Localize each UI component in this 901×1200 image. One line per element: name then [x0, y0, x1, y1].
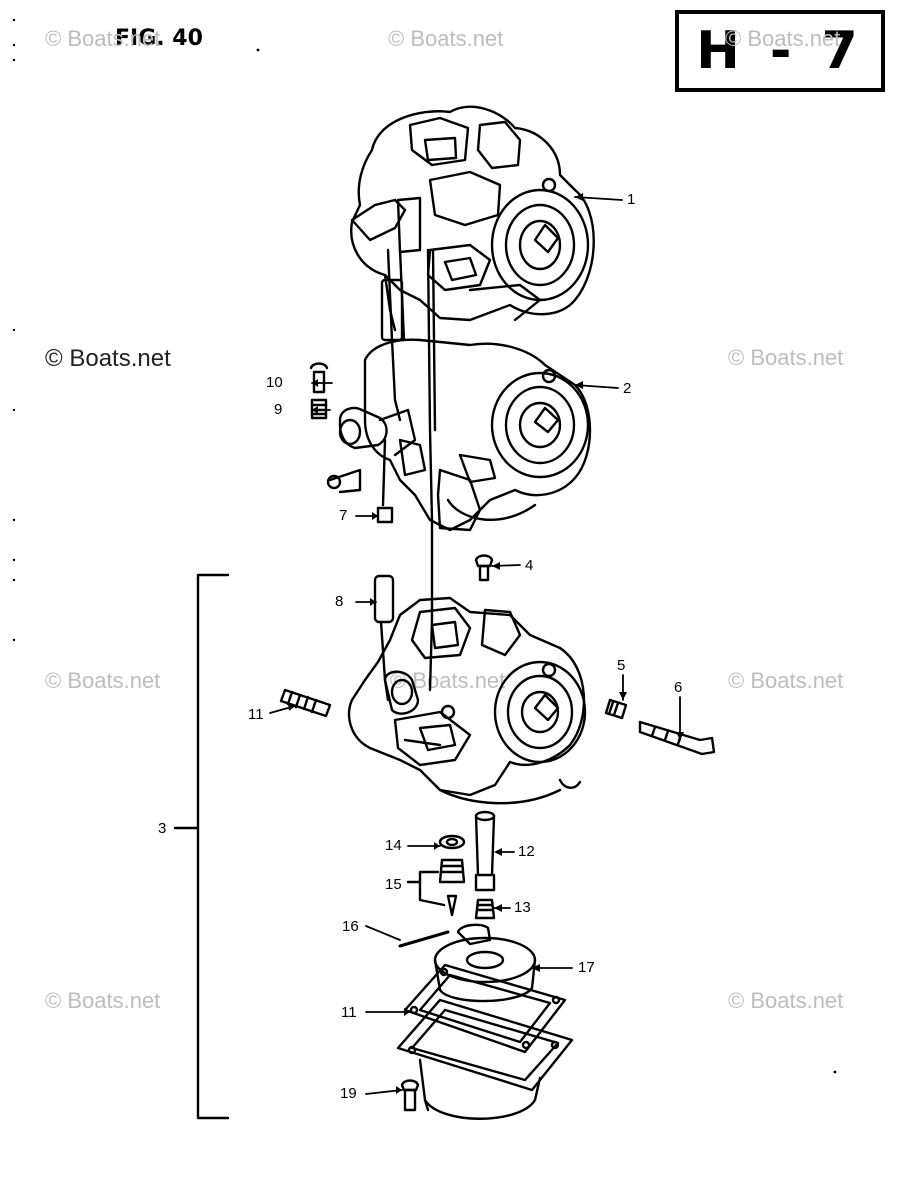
linkage-rods: [380, 248, 437, 692]
watermark: © Boats.net: [45, 988, 161, 1013]
spring-5: [604, 698, 628, 720]
gasket: [403, 963, 567, 1054]
carburetor-body-2: [326, 338, 592, 532]
screw-4: [474, 554, 494, 582]
pin-16: [398, 930, 450, 948]
jet-13: [474, 898, 496, 920]
rod-end: [376, 506, 394, 524]
watermark: © Boats.net: [45, 345, 171, 372]
callout-17: 17: [578, 959, 595, 976]
callout-15: 15: [385, 876, 402, 893]
screw-19: [400, 1079, 420, 1112]
pilot-screw-11: [279, 688, 332, 718]
callout-12: 12: [518, 843, 535, 860]
callout-11: 11: [248, 706, 264, 723]
callout-14: 14: [385, 837, 402, 854]
watermark: © Boats.net: [45, 26, 161, 51]
needle-valve-15: [438, 858, 466, 917]
watermark: © Boats.net: [388, 26, 504, 51]
callout-8: 8: [335, 593, 344, 610]
float-17: [433, 923, 537, 1003]
callout-11-lower: 11: [341, 1004, 357, 1021]
callout-7: 7: [339, 507, 348, 524]
assembly-bracket: [196, 573, 230, 1120]
screw-10: [309, 362, 329, 394]
carburetor-body-3: [347, 596, 587, 805]
page-code: H - 7: [696, 21, 864, 81]
callout-13: 13: [514, 899, 531, 916]
screw-6: [638, 720, 716, 756]
callout-5: 5: [617, 657, 626, 674]
watermark: © Boats.net: [728, 988, 844, 1013]
callout-1: 1: [627, 191, 636, 208]
margin-marks: [12, 18, 837, 1074]
leader-arrows: [288, 193, 684, 1094]
callout-4: 4: [525, 557, 534, 574]
page-code-box: H - 7: [675, 10, 885, 92]
watermark: © Boats.net: [390, 668, 506, 693]
callout-2: 2: [623, 380, 632, 397]
watermark: © Boats.net: [728, 668, 844, 693]
watermark: © Boats.net: [45, 668, 161, 693]
callout-10: 10: [266, 374, 283, 391]
callout-3: 3: [158, 820, 167, 837]
callout-19: 19: [340, 1085, 357, 1102]
callout-6: 6: [674, 679, 683, 696]
rod: [381, 438, 387, 507]
watermark: © Boats.net: [725, 26, 841, 51]
callout-16: 16: [342, 918, 359, 935]
leader-15: [406, 870, 446, 907]
washer-14: [438, 834, 466, 850]
watermark: © Boats.net: [728, 345, 844, 370]
tube-12: [474, 810, 496, 892]
callout-9: 9: [274, 401, 283, 418]
float-bowl: [396, 998, 574, 1120]
figure-label: FIG. 40: [115, 26, 203, 51]
carburetor-body-1: [350, 105, 595, 332]
leader-lines: [269, 196, 681, 1095]
